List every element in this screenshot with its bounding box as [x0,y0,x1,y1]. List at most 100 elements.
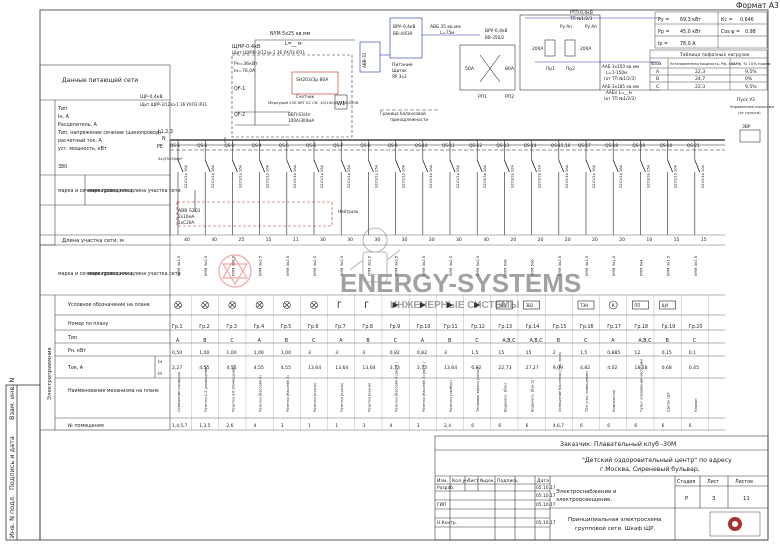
pr1: Пр1 [546,66,555,72]
shr-name: ЩНР-0,4кВ [232,44,261,50]
title-head-cell: Кол.уч [452,478,468,484]
group-name: Клапан [694,398,698,412]
pit-sub2: ЯР 3х3 [392,74,407,79]
heater-icon [419,302,426,308]
bus-pe: PE [157,144,163,150]
vru-label: ВРУ-0,4кВ [393,24,416,30]
compressor-icon [608,300,618,310]
group-qs-label: QS-18 [605,143,618,148]
calc-table [649,11,768,91]
group-qs-label: QS-3 [224,143,234,148]
group-current: 9,09 [553,365,563,371]
calc-k: Iр = [658,41,668,47]
group-breaker-label: S201/1р 25А [374,164,378,188]
group-breaker-label: S201/1р 16А [293,164,297,188]
socket-icon-cross [202,302,208,308]
heater-icon [392,302,399,308]
group-cable-label: NYM 3х2,5 [203,255,208,276]
group-breaker-label: S203/3р 25А [646,164,650,188]
phase-rows: А 22,3 9,5% В 24,7 0% С 22,3 9,5% [656,69,757,90]
group-room: 1 [308,423,311,429]
group-number: Гр.17 [607,324,621,330]
vvod-sub: 100А/300мА [288,118,314,123]
group-breaker-label: S201/1р 16А [429,164,433,188]
group-cable-label: NYM 3х2,5 [230,255,235,276]
vru-sub: ВВ-4/630 [393,31,413,36]
calc-v: 78,0 А [680,41,696,47]
group-phase: А [258,338,262,344]
group-name: Розетки (кухня) [340,382,344,412]
group-number: Гр.5 [281,324,292,330]
group-room: 6 [526,423,529,429]
group-name: Водонагр. (бак 2) [531,379,535,412]
group-cable-label: NYM 5х2,5 [475,255,480,276]
bus-size: 5x(25x3)мм² [158,156,183,161]
title-head-cell: Дата [537,478,549,484]
group-column [694,140,701,235]
lamp-icon-cross [175,302,181,308]
section-label2: электроосвещение. [556,497,612,503]
group-number: Гр.13 [498,324,512,330]
group-room: 3 [362,423,365,429]
title-roles: Разраб. 05.10.17 05.10.17 ГИП 05.10.17 Н… [437,484,556,526]
group-breaker [368,159,374,173]
border-label: Граница балансовой [380,111,426,116]
group-breaker-label: S201/1р 16А [266,164,270,188]
group-phase: В [666,338,669,344]
group-breaker [558,159,565,173]
group-qs-label: QS-12 [469,143,482,148]
equipment-box-icon [659,300,676,310]
group-length: 30 [429,237,435,243]
group-breaker-label: S201/1р 25А [347,164,351,188]
group-cable-label: NYM 3х1,5 [693,255,698,276]
phase-head-2: ΔРф, % 15% норма [733,61,770,66]
group-current: 4,55 [281,365,291,371]
group-breaker [340,159,347,173]
group-power: 3 [335,350,338,356]
watermark-subtitle: ИНЖЕНЕРНЫЕ СИСТЕМЫ [390,300,520,311]
group-cable-label: NYM 3х2,5 [312,255,317,276]
drawing-label2: групповой сети. Шкаф ЩР. [575,525,655,532]
group-column [395,140,401,235]
group-length: 30 [374,237,380,243]
group-cable-label: NYM 3х2,5 [339,255,344,276]
group-length: 20 [510,237,516,243]
group-cable-label: NYM 3х2,5 [258,255,263,276]
abb-main3: 1хС20А [178,220,194,225]
bus-label: L1,2,3 [158,129,173,135]
group-breaker [259,159,265,173]
group-cable-label: NYM 3х2,5 [421,255,426,276]
group-room: 6 [498,423,501,429]
legend-row: расчетный ток, А [58,137,102,144]
group-qs-label: QS-17 [578,143,591,148]
watermark-title: ENERGY-SYSTEMS [340,268,581,298]
shr-power: Рн=36кВт [234,61,258,67]
group-phase: А [421,338,425,344]
group-cable-label: NYM 5х6 [530,259,535,276]
legend-consumer-title: Электроприемник [47,347,53,400]
group-column [259,140,265,235]
group-column [368,140,374,235]
group-name: Розетки (бассейн 4) [259,375,263,412]
group-power: 2 [553,350,556,356]
group-number: Гр.11 [444,324,458,330]
neutral-note: Нейтраль [338,209,359,214]
group-column [232,140,238,235]
counter-label: Счетчик [296,94,315,99]
socket-outlet-icon [365,301,369,308]
phase-head-1: Установленная мощность, Рф, кВт [670,62,735,66]
shr2-desc: Щит ЩРР-3/12зо-1 36 УХЛ3 IP31 [140,102,208,107]
heater-icon [447,302,453,308]
format-label: Формат А3 [736,1,779,10]
group-breaker [449,159,456,173]
group-breaker-label: S201/1р 25А [320,164,324,188]
main-cable-len: L=__ м [285,41,302,47]
legend-row: Ток, А [67,365,84,371]
group-qs-label: QS-19 [632,143,645,148]
socket-icon-cross [284,302,290,308]
phase-p: 24,7 [695,76,705,82]
legend-row: № помещения [68,423,104,429]
group-current: 13,64 [335,365,348,371]
group-length: 10 [646,237,652,243]
group-room: 6 [471,423,474,429]
